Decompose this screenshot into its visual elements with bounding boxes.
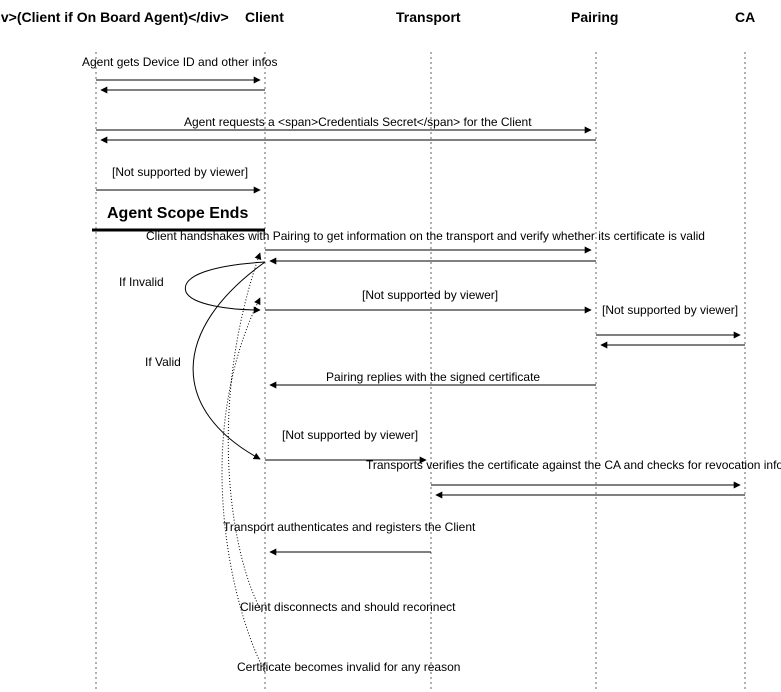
participant-agent: iv>(Client if On Board Agent)</div> bbox=[0, 9, 229, 25]
participant-transport: Transport bbox=[396, 9, 461, 25]
message-label: Client disconnects and should reconnect bbox=[240, 600, 456, 614]
message-label: Transport authenticates and registers th… bbox=[223, 520, 476, 534]
message-label: [Not supported by viewer] bbox=[282, 428, 418, 442]
message-label: [Not supported by viewer] bbox=[112, 165, 248, 179]
message-label: [Not supported by viewer] bbox=[602, 303, 738, 317]
scope-end-label: Agent Scope Ends bbox=[107, 205, 248, 222]
reconnect-curve bbox=[227, 252, 263, 613]
if-invalid-curve bbox=[184, 261, 266, 314]
message-label: Transports verifies the certificate agai… bbox=[366, 458, 781, 472]
reconnect-curve bbox=[221, 297, 266, 673]
participant-client: Client bbox=[245, 9, 284, 25]
if-valid-curve bbox=[192, 261, 266, 460]
message-label: Agent requests a <span>Credentials Secre… bbox=[184, 115, 532, 129]
if-invalid-label: If Invalid bbox=[119, 275, 164, 289]
participant-pairing: Pairing bbox=[571, 9, 618, 25]
message-label: Client handshakes with Pairing to get in… bbox=[146, 229, 705, 243]
participant-ca: CA bbox=[735, 9, 755, 25]
message-label: [Not supported by viewer] bbox=[362, 288, 498, 302]
if-valid-label: If Valid bbox=[145, 355, 181, 369]
message-label: Agent gets Device ID and other infos bbox=[82, 55, 277, 69]
message-label: Pairing replies with the signed certific… bbox=[326, 370, 540, 384]
message-label: Certificate becomes invalid for any reas… bbox=[237, 660, 460, 674]
